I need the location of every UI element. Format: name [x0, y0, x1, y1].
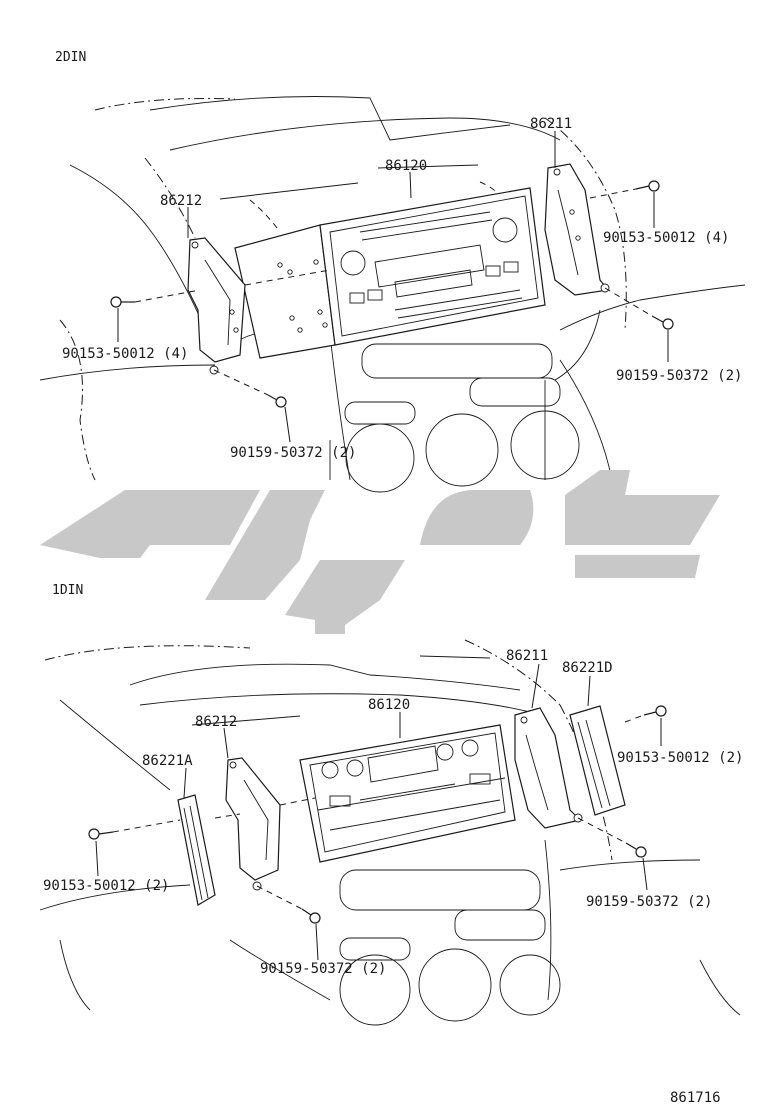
label-bolt-right-2din: 90153-50012 (4) — [603, 230, 729, 246]
radio-unit-1din — [299, 724, 516, 863]
label-pocket-left-1din: 86221A — [142, 753, 193, 769]
watermark-shape-6 — [565, 470, 720, 545]
label-bracket-left-1din: 86212 — [195, 714, 237, 730]
section-1din: 1DIN — [39, 583, 743, 1026]
screw-right-2din — [651, 315, 674, 330]
pocket-left-1din — [177, 794, 216, 906]
label-screw-bottom-2din: 90159-50372 (2) — [230, 445, 356, 461]
section-heading-2din: 2DIN — [55, 50, 86, 65]
screw-bottom-1din — [301, 908, 321, 924]
radio-unit-2din — [234, 187, 546, 359]
bracket-left-2din — [187, 237, 246, 375]
bolt-left-1din — [88, 828, 114, 840]
watermark-shape-5 — [420, 490, 534, 545]
label-bracket-left-2din: 86212 — [160, 193, 202, 209]
label-radio-2din: 86120 — [385, 158, 427, 174]
pocket-right-1din — [569, 705, 626, 816]
label-screw-right-2din: 90159-50372 (2) — [616, 368, 742, 384]
label-bolt-left-1din: 90153-50012 (2) — [43, 878, 169, 894]
watermark-shape-3 — [285, 560, 405, 625]
bracket-left-1din — [225, 757, 281, 891]
section-2din: 2DIN — [39, 50, 746, 493]
label-bracket-right-1din: 86211 — [506, 648, 548, 664]
label-pocket-right-1din: 86221D — [562, 660, 613, 676]
bolt-right-2din — [635, 180, 660, 192]
watermark-logo — [40, 470, 720, 634]
bolt-right-1din — [643, 705, 667, 717]
bracket-right-1din — [514, 707, 583, 829]
watermark-shape-4 — [315, 620, 345, 634]
dashboard-outline-1din — [39, 639, 741, 1026]
label-screw-bottom-1din: 90159-50372 (2) — [260, 961, 386, 977]
screw-bottom-2din — [267, 394, 287, 408]
watermark-shape-2 — [205, 490, 325, 600]
label-bolt-right-1din: 90153-50012 (2) — [617, 750, 743, 766]
screw-right-1din — [625, 842, 647, 858]
bracket-right-2din — [544, 163, 610, 296]
bolt-left-2din — [110, 296, 135, 308]
label-screw-right-1din: 90159-50372 (2) — [586, 894, 712, 910]
section-heading-1din: 1DIN — [52, 583, 83, 598]
label-radio-1din: 86120 — [368, 697, 410, 713]
figure-number: 861716 — [670, 1090, 721, 1106]
watermark-shape-7 — [575, 555, 700, 578]
label-bracket-right-2din: 86211 — [530, 116, 572, 132]
label-bolt-left-2din: 90153-50012 (4) — [62, 346, 188, 362]
watermark-shape-1 — [40, 490, 260, 558]
